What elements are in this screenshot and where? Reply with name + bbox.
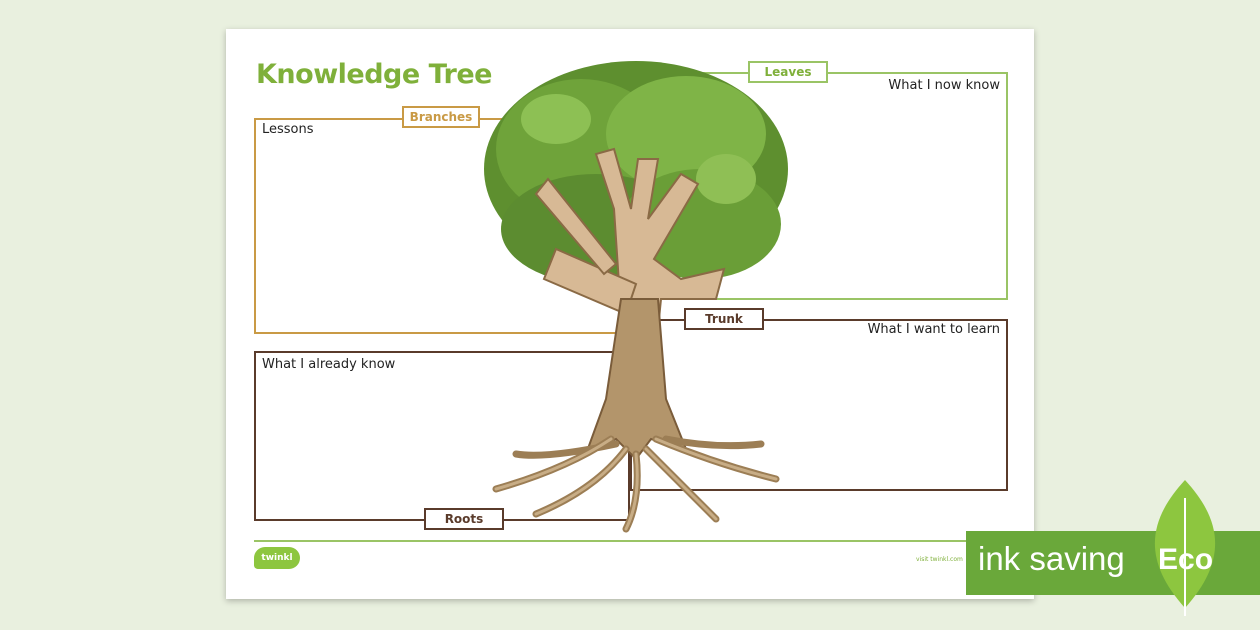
- leaf-icon: [1154, 480, 1216, 616]
- branches-label: Branches: [402, 106, 480, 128]
- now-know-label: What I now know: [888, 78, 1000, 93]
- trunk-label: Trunk: [684, 308, 764, 330]
- worksheet-page: Knowledge Tree Lessons What I now know W…: [226, 29, 1034, 599]
- eco-word: Eco: [1158, 543, 1214, 576]
- already-know-label: What I already know: [262, 357, 396, 372]
- worksheet-title: Knowledge Tree: [256, 59, 492, 90]
- leaves-label: Leaves: [748, 61, 828, 83]
- footer-url: visit twinkl.com: [916, 556, 963, 563]
- ink-saving-text: ink saving: [978, 540, 1125, 577]
- roots-label: Roots: [424, 508, 504, 530]
- lessons-label: Lessons: [262, 122, 314, 137]
- want-to-learn-label: What I want to learn: [867, 322, 1000, 337]
- twinkl-logo: twinkl: [254, 547, 300, 569]
- tree-illustration: [484, 61, 788, 533]
- footer-divider: [254, 540, 1006, 542]
